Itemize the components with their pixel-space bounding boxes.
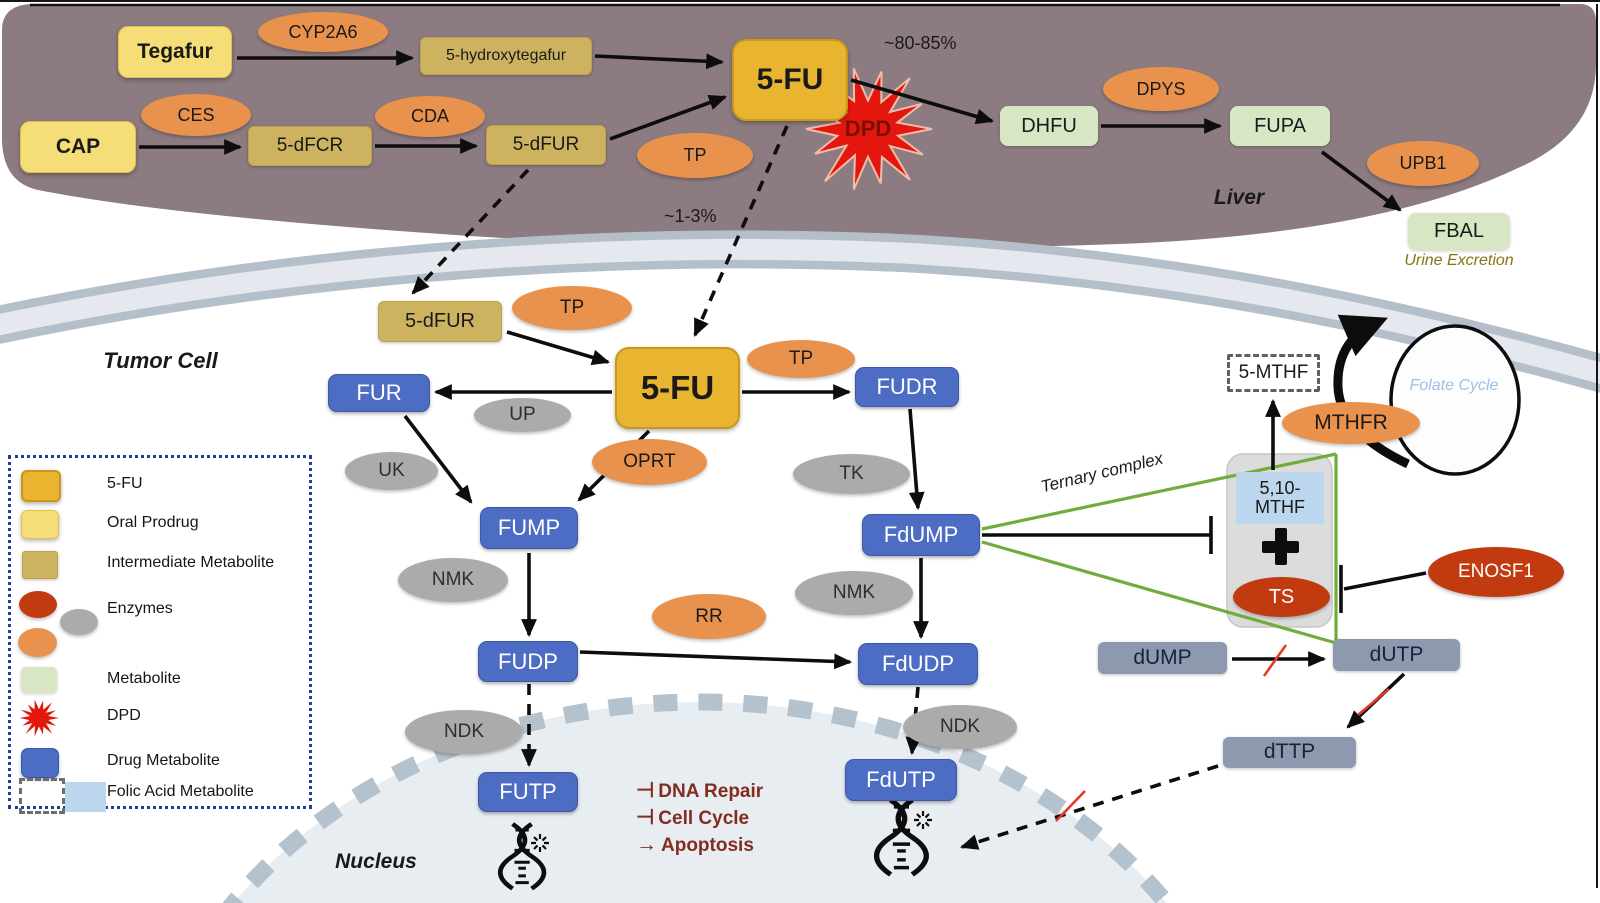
enzyme-rr: RR [652, 594, 766, 639]
enzyme-dpys: DPYS [1103, 67, 1219, 111]
inhibition-bars [982, 516, 1427, 613]
node-dump: dUMP [1098, 642, 1227, 674]
enzyme-enosf1: ENOSF1 [1428, 547, 1564, 597]
folate-cycle-label: Folate Cycle [1409, 376, 1499, 394]
node-fupa: FUPA [1230, 106, 1330, 146]
node-5fu-tumor: 5-FU [615, 347, 740, 429]
downstream-effects: ⊣ DNA Repair ⊣ Cell Cycle → Apoptosis [636, 778, 816, 862]
effect-cell-cycle: ⊣ Cell Cycle [636, 805, 749, 832]
legend-label: Enzymes [107, 600, 173, 617]
enzyme-ndk-right: NDK [903, 705, 1017, 749]
percent-tumor-route: ~1-3% [664, 205, 717, 226]
legend-dpd-star-icon [19, 699, 59, 737]
node-futp: FUTP [478, 772, 578, 812]
node-5-mthf: 5-MTHF [1227, 354, 1320, 392]
node-fump: FUMP [480, 507, 578, 549]
node-5-dfcr: 5-dFCR [248, 126, 372, 166]
enzyme-uk: UK [345, 452, 438, 490]
transport-arrows [411, 125, 1219, 850]
effect-label: Apoptosis [661, 834, 754, 856]
legend-swatch-oral-prodrug [21, 510, 59, 539]
legend-swatch-enzyme-orange [18, 628, 57, 657]
enzyme-dpd-label: DPD [844, 116, 892, 142]
enzyme-ndk-left: NDK [405, 710, 523, 754]
enzyme-up: UP [474, 398, 571, 432]
node-tegafur: Tegafur [118, 26, 232, 78]
legend-swatch-intermediate [22, 551, 58, 579]
percent-main-route: ~80-85% [884, 32, 957, 53]
enzyme-tp-tumor-2: TP [747, 340, 855, 378]
legend: 5-FU Oral Prodrug Intermediate Metabolit… [8, 455, 312, 814]
legend-label: 5-FU [107, 475, 143, 492]
node-510-mthf: 5,10- MTHF [1236, 472, 1324, 524]
inhibit-icon: ⊣ [636, 806, 655, 830]
legend-label: DPD [107, 707, 141, 724]
urine-excretion-label: Urine Excretion [1404, 251, 1514, 269]
node-5fu-liver: 5-FU [732, 39, 848, 121]
node-5-dfur-tumor: 5-dFUR [378, 301, 502, 342]
nucleus-region-label: Nucleus [335, 849, 417, 873]
tumor-cell-region-label: Tumor Cell [103, 348, 218, 374]
legend-swatch-metabolite [21, 667, 57, 693]
effect-apoptosis: → Apoptosis [636, 832, 754, 859]
node-cap: CAP [20, 121, 136, 173]
folate-cycle-icon [1333, 314, 1521, 476]
legend-label: Drug Metabolite [107, 752, 220, 769]
node-fur: FUR [328, 374, 430, 412]
node-dhfu: DHFU [1000, 106, 1098, 146]
legend-label: Folic Acid Metabolite [107, 783, 254, 800]
enzyme-nmk-left: NMK [398, 558, 508, 602]
node-dutp: dUTP [1333, 639, 1460, 671]
effect-label: DNA Repair [658, 780, 764, 802]
ternary-triangle [981, 452, 1338, 645]
inhibit-icon: ⊣ [636, 779, 655, 803]
enzyme-cda: CDA [375, 96, 485, 137]
enzyme-nmk-right: NMK [795, 571, 913, 615]
legend-label: Intermediate Metabolite [107, 554, 275, 571]
enzyme-oprt: OPRT [592, 439, 707, 485]
legend-swatch-folic-blue [65, 782, 106, 812]
node-dttp: dTTP [1223, 737, 1356, 768]
node-5-dfur-liver: 5-dFUR [486, 125, 606, 165]
legend-swatch-drug-metabolite [21, 748, 59, 778]
blocked-slashes [1055, 644, 1390, 822]
enzyme-tp-liver: TP [637, 133, 753, 178]
node-fdutp: FdUTP [845, 759, 957, 801]
arrow-icon: → [636, 833, 657, 857]
legend-swatch-enzyme-gray [60, 609, 98, 635]
plus-icon [1262, 528, 1299, 565]
legend-label: Oral Prodrug [107, 514, 199, 531]
cell-membrane [0, 230, 1600, 393]
node-fdudp: FdUDP [858, 643, 978, 685]
enzyme-tp-tumor-1: TP [512, 286, 632, 330]
node-510-mthf-line2: MTHF [1255, 497, 1305, 517]
legend-swatch-folic-dashed [19, 778, 65, 814]
enzyme-upb1: UPB1 [1367, 141, 1479, 186]
node-fbal: FBAL [1408, 213, 1510, 250]
legend-swatch-5fu [21, 470, 61, 502]
enzyme-mthfr: MTHFR [1282, 402, 1420, 444]
node-fudp: FUDP [478, 641, 578, 682]
node-fudr: FUDR [855, 367, 959, 407]
legend-swatch-enzyme-darkred [19, 591, 57, 618]
node-5-hydroxytegafur: 5-hydroxytegafur [420, 37, 592, 75]
effect-dna-repair: ⊣ DNA Repair [636, 778, 763, 805]
enzyme-ces: CES [141, 94, 251, 136]
node-fdump: FdUMP [862, 514, 980, 556]
dpd-star-icon [806, 69, 932, 190]
enzyme-cyp2a6: CYP2A6 [258, 12, 388, 52]
node-510-mthf-line1: 5,10- [1259, 478, 1301, 499]
enzyme-ts: TS [1233, 577, 1330, 617]
legend-label: Metabolite [107, 670, 181, 687]
enzyme-tk: TK [793, 454, 910, 494]
liver-region-label: Liver [1213, 185, 1265, 209]
effect-label: Cell Cycle [658, 807, 750, 829]
